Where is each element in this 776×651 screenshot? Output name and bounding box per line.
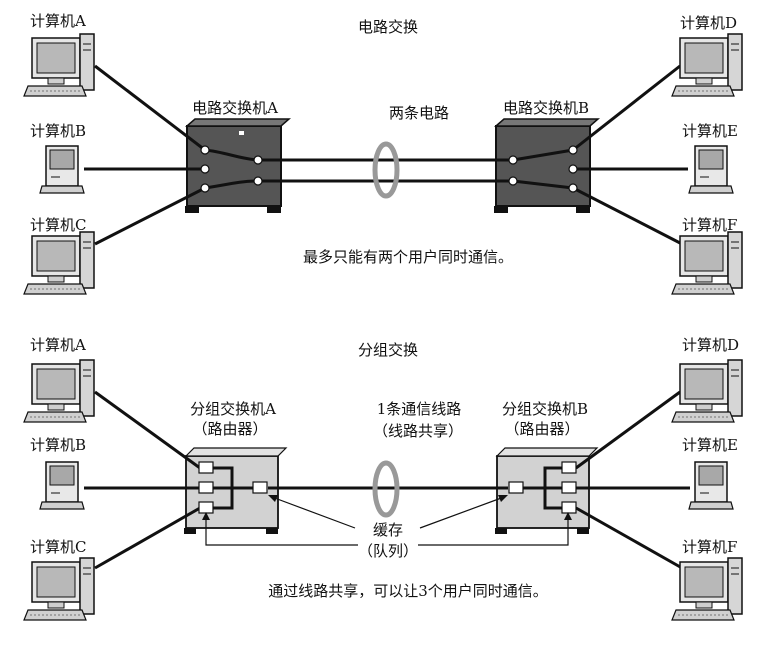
circuit-lines-label: 两条电路 <box>389 104 449 122</box>
buffer-sublabel: （队列） <box>358 542 418 560</box>
computer-e-icon <box>688 145 734 194</box>
packet-line-ring <box>372 460 400 518</box>
buffer-arrowheads <box>202 495 572 520</box>
computer-a-icon <box>23 33 95 97</box>
computer-b-icon <box>39 145 85 194</box>
circuit-switch-b <box>494 118 600 213</box>
circuit-switching-title: 电路交换 <box>358 18 418 36</box>
computer-c-icon-bottom <box>23 557 95 621</box>
computer-d-icon-bottom <box>671 359 743 423</box>
packet-buffers <box>198 461 577 514</box>
computer-e-label: 计算机E <box>682 122 738 140</box>
computer-e-label-bottom: 计算机E <box>682 436 738 454</box>
computer-d-label: 计算机D <box>680 14 737 32</box>
computer-f-label: 计算机F <box>682 216 737 234</box>
circuit-switch-a <box>185 118 291 213</box>
packet-line-label: 1条通信线路 <box>377 400 462 418</box>
computer-f-icon-bottom <box>671 557 743 621</box>
circuit-switch-b-label: 电路交换机B <box>503 99 589 117</box>
computer-b-icon-bottom <box>39 461 85 510</box>
circuit-caption: 最多只能有两个用户同时通信。 <box>303 248 513 266</box>
packet-switch-b-label: 分组交换机B <box>502 400 588 418</box>
computer-b-label-bottom: 计算机B <box>30 436 86 454</box>
buffer-arrows <box>205 496 569 546</box>
circuit-lines <box>84 64 688 246</box>
computer-c-label-bottom: 计算机C <box>30 538 86 556</box>
circuit-switch-a-label: 电路交换机A <box>192 99 278 117</box>
computer-c-icon <box>23 231 95 295</box>
computer-a-label: 计算机A <box>30 12 86 30</box>
computer-a-label-bottom: 计算机A <box>30 336 86 354</box>
computer-f-label-bottom: 计算机F <box>682 538 737 556</box>
packet-lines <box>84 390 690 570</box>
packet-switch-a-label: 分组交换机A <box>190 400 276 418</box>
packet-caption: 通过线路共享，可以让3个用户同时通信。 <box>268 582 548 600</box>
packet-line-sublabel: （线路共享） <box>373 422 463 440</box>
packet-switching-title: 分组交换 <box>358 341 418 359</box>
computer-c-label: 计算机C <box>30 216 86 234</box>
computer-a-icon-bottom <box>23 359 95 423</box>
buffer-label: 缓存 <box>373 521 403 539</box>
circuit-switch-ports <box>200 145 578 193</box>
packet-switch-b-sublabel: （路由器） <box>504 420 579 438</box>
computer-b-label: 计算机B <box>30 122 86 140</box>
computer-d-label-bottom: 计算机D <box>682 336 739 354</box>
computer-e-icon-bottom <box>688 461 734 510</box>
computer-f-icon <box>671 231 743 295</box>
computer-d-icon <box>671 33 743 97</box>
circuit-bundle-ring <box>372 141 400 199</box>
packet-switch-a-sublabel: （路由器） <box>192 420 267 438</box>
